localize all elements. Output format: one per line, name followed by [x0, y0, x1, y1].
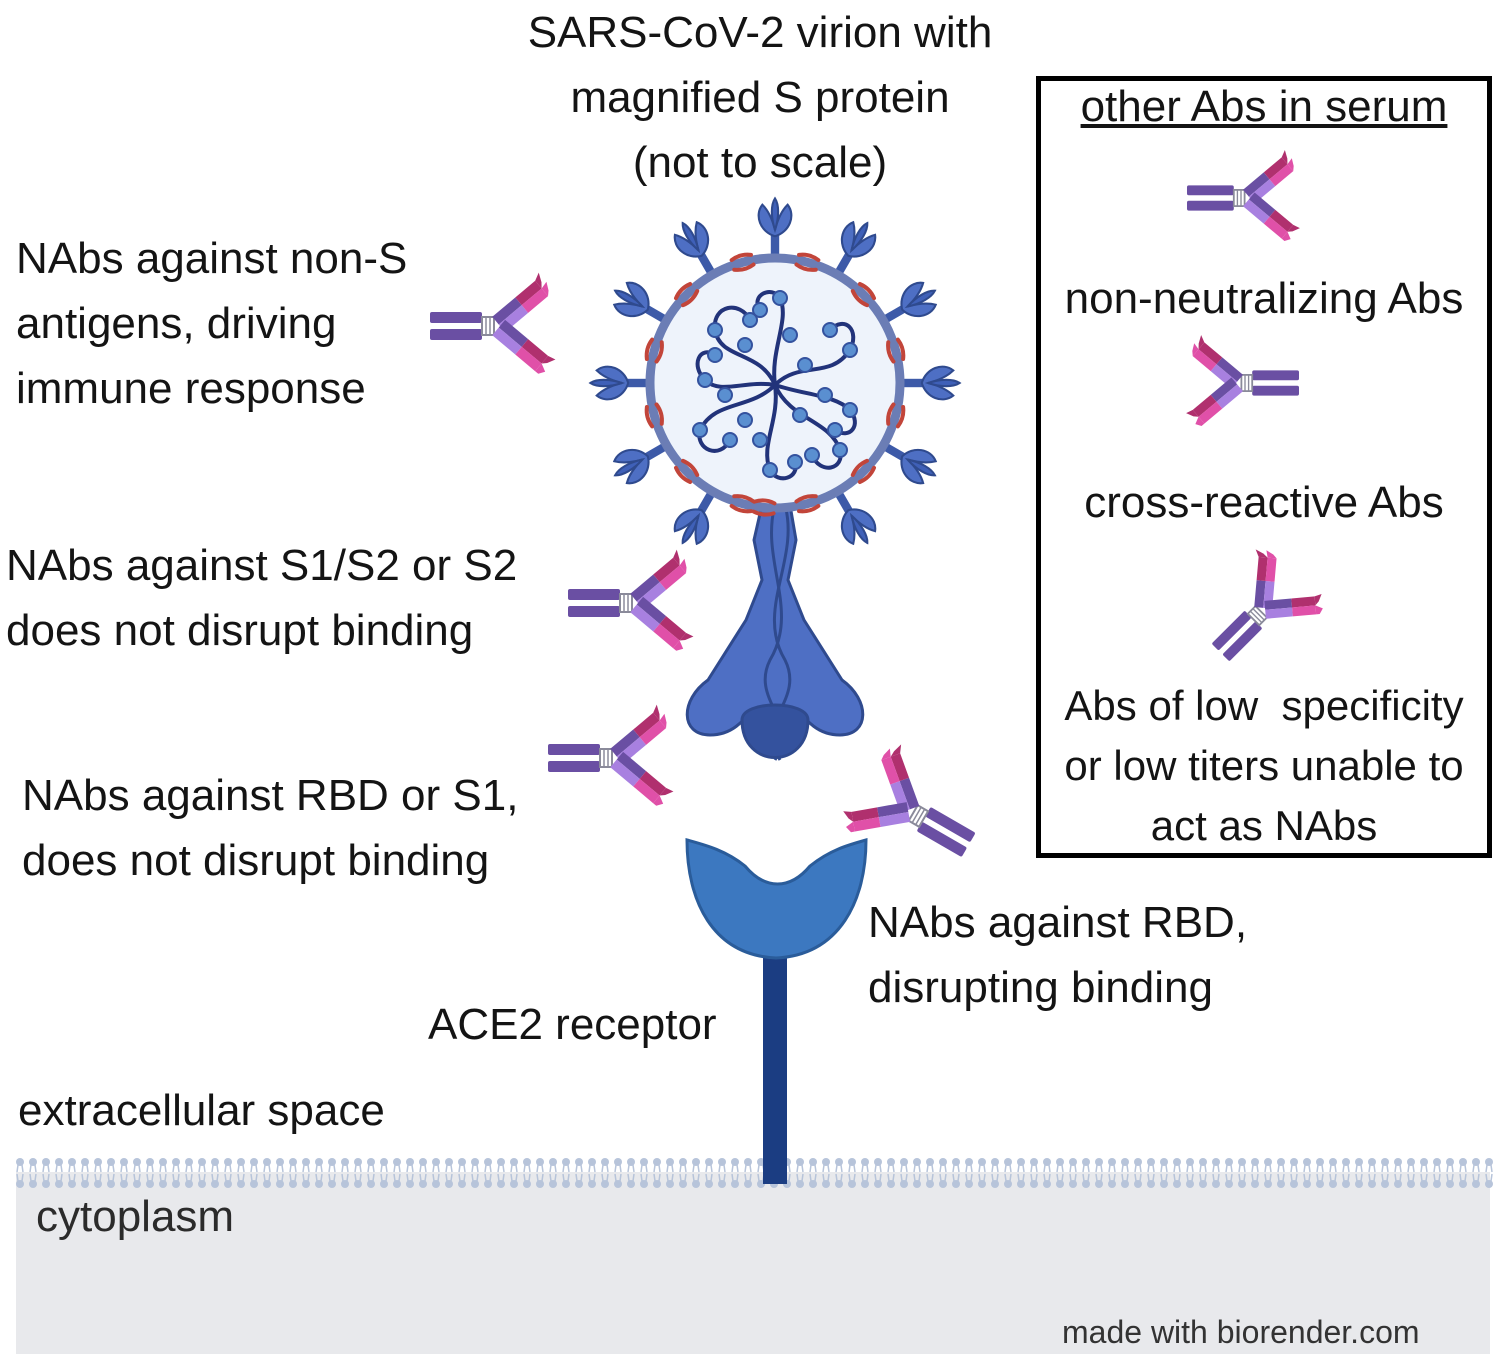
legend-box — [1036, 76, 1492, 858]
legend-item-label: non-neutralizing Abs — [1064, 274, 1464, 323]
spike-icon — [757, 197, 793, 259]
virion-title: SARS-CoV-2 virion with magnified S prote… — [527, 8, 993, 187]
spike-protein — [685, 503, 865, 761]
nucleocapsid-beads — [692, 290, 858, 478]
credit-text: made with biorender.com — [1062, 1314, 1420, 1350]
sars-cov-2-virion — [589, 197, 961, 553]
label-extracellular-space: extracellular space — [18, 1086, 385, 1135]
legend-item-label: Abs of low specificity or low titers una… — [1064, 682, 1464, 849]
spike-icon — [589, 365, 651, 401]
ace2-receptor — [685, 838, 868, 1184]
antibody-icon — [567, 548, 695, 655]
label-nabs-rbd-disrupting: NAbs against RBD, disrupting binding — [868, 898, 1248, 1012]
antibody-icon — [547, 703, 675, 810]
label-cytoplasm: cytoplasm — [36, 1192, 235, 1241]
legend-item-label: cross-reactive Abs — [1084, 478, 1444, 527]
cytoplasm-region — [16, 1172, 1490, 1354]
legend-title: other Abs in serum — [1080, 82, 1448, 131]
label-ace2-receptor: ACE2 receptor — [428, 1000, 717, 1049]
spike-icon — [899, 365, 961, 401]
antibody-icon — [429, 271, 557, 378]
label-nabs-s1-s2: NAbs against S1/S2 or S2 does not disrup… — [6, 541, 518, 655]
label-nabs-rbd-s1: NAbs against RBD or S1, does not disrupt… — [22, 771, 519, 885]
label-nabs-non-s: NAbs against non-S antigens, driving imm… — [16, 234, 408, 413]
